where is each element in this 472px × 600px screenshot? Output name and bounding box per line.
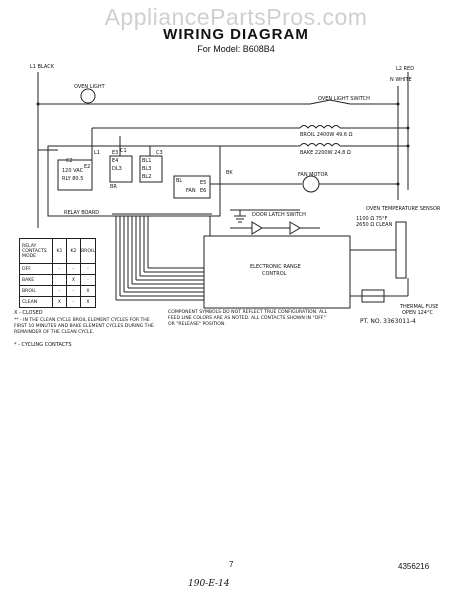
terminal-label: E5 bbox=[200, 180, 207, 186]
vac-label: 120 VAC bbox=[62, 168, 84, 174]
terminal-label: E2 bbox=[84, 164, 91, 170]
sensor-spec-1: 1100 Ω 75°F bbox=[356, 216, 388, 222]
relay-mode: OFF bbox=[19, 263, 53, 275]
component-note: COMPONENT SYMBOLS DO NOT REFLECT TRUE CO… bbox=[168, 310, 328, 327]
relay-mark: - bbox=[66, 296, 81, 308]
table-row: BROIL - - X bbox=[19, 285, 96, 297]
relay-col-header: BROIL bbox=[80, 238, 96, 264]
watermark: AppliancePartsPros.com bbox=[104, 4, 368, 30]
relay-mark: - bbox=[80, 263, 96, 275]
handwritten-note: 190-E-14 bbox=[188, 579, 230, 589]
terminal-label: C3 bbox=[156, 150, 163, 156]
page-number: 7 bbox=[229, 560, 234, 569]
terminal-label: E6 bbox=[200, 188, 207, 194]
terminal-label: BR bbox=[110, 184, 117, 190]
table-row: BAKE X - bbox=[19, 274, 96, 286]
terminal-label: C1 bbox=[120, 148, 127, 154]
relay-mode: CLEAN bbox=[19, 296, 53, 308]
relay-mark: - bbox=[52, 285, 67, 297]
fan-motor-label: FAN MOTOR bbox=[298, 172, 328, 178]
diagram-title: WIRING DIAGRAM bbox=[163, 26, 309, 43]
relay-mark: X bbox=[80, 285, 96, 297]
terminal-label: BL3 bbox=[142, 166, 152, 172]
erc-label-2: CONTROL bbox=[262, 271, 287, 277]
relay-mark: X bbox=[66, 274, 81, 286]
terminal-label: BL bbox=[176, 178, 183, 184]
terminal-label: L1 bbox=[94, 150, 100, 156]
thermal-fuse-label-2: OPEN 124°C bbox=[402, 310, 433, 316]
document-number: 4356216 bbox=[398, 562, 430, 571]
relay-board-label: RELAY BOARD bbox=[64, 210, 100, 216]
l2-label: L2 RED bbox=[396, 66, 415, 72]
relay-mark: - bbox=[52, 263, 67, 275]
relay-mark: X bbox=[52, 296, 67, 308]
erc-label-1: ELECTRONIC RANGE bbox=[250, 264, 301, 270]
thermal-fuse-label-1: THERMAL FUSE bbox=[400, 304, 439, 310]
relay-mark: - bbox=[66, 285, 81, 297]
bake-element-label: BAKE 2200W 24.8 Ω bbox=[300, 150, 351, 156]
legend-clean-note: ** - IN THE CLEAN CYCLE BROIL ELEMENT CY… bbox=[14, 318, 154, 335]
model-subtitle: For Model: B608B4 bbox=[197, 44, 275, 54]
relay-mark: X bbox=[80, 296, 96, 308]
terminal-label: E4 bbox=[112, 158, 119, 164]
terminal-label: BL2 bbox=[142, 174, 152, 180]
relay-mode: BAKE bbox=[19, 274, 53, 286]
relay-contacts-table: RELAY CONTACTS MODE K1 K2 BROIL OFF - - … bbox=[19, 238, 96, 308]
table-row: CLEAN X - X bbox=[19, 296, 96, 308]
door-latch-switch-label: DOOR LATCH SWITCH bbox=[252, 212, 306, 218]
relay-mark bbox=[52, 274, 67, 286]
bk-label: BK bbox=[226, 170, 233, 176]
relay-mark: - bbox=[80, 274, 96, 286]
broil-element-label: BROIL 2400W 49.6 Ω bbox=[300, 132, 353, 138]
relay-mode: BROIL bbox=[19, 285, 53, 297]
ground-icon bbox=[234, 210, 246, 223]
part-number: PT. NO. 3363011-4 bbox=[360, 318, 416, 325]
oven-light-switch-label: OVEN LIGHT SWITCH bbox=[318, 96, 370, 102]
terminal-label: C2 bbox=[66, 158, 73, 164]
oven-light-label: OVEN LIGHT bbox=[74, 84, 105, 90]
neutral-label: N WHITE bbox=[390, 77, 412, 83]
sensor-spec-2: 2650 Ω CLEAN bbox=[356, 222, 393, 228]
l1-label: L1 BLACK bbox=[30, 64, 54, 70]
relay-table-header: RELAY CONTACTS MODE bbox=[19, 238, 53, 264]
terminal-label: E3 bbox=[112, 150, 119, 156]
terminal-label: BL1 bbox=[142, 158, 152, 164]
relay-mark: - bbox=[66, 263, 81, 275]
relay-col-header: K1 bbox=[52, 238, 67, 264]
sensor-label: OVEN TEMPERATURE SENSOR bbox=[366, 206, 441, 212]
rly-label: RLY 80.5 bbox=[62, 176, 84, 182]
legend-closed: X - CLOSED bbox=[14, 310, 43, 316]
fan-relay-label: FAN bbox=[186, 188, 196, 194]
legend-cycling: * - CYCLING CONTACTS bbox=[14, 342, 72, 348]
table-row: OFF - - - bbox=[19, 263, 96, 275]
relay-col-header: K2 bbox=[66, 238, 81, 264]
terminal-label: DL3 bbox=[112, 166, 122, 172]
